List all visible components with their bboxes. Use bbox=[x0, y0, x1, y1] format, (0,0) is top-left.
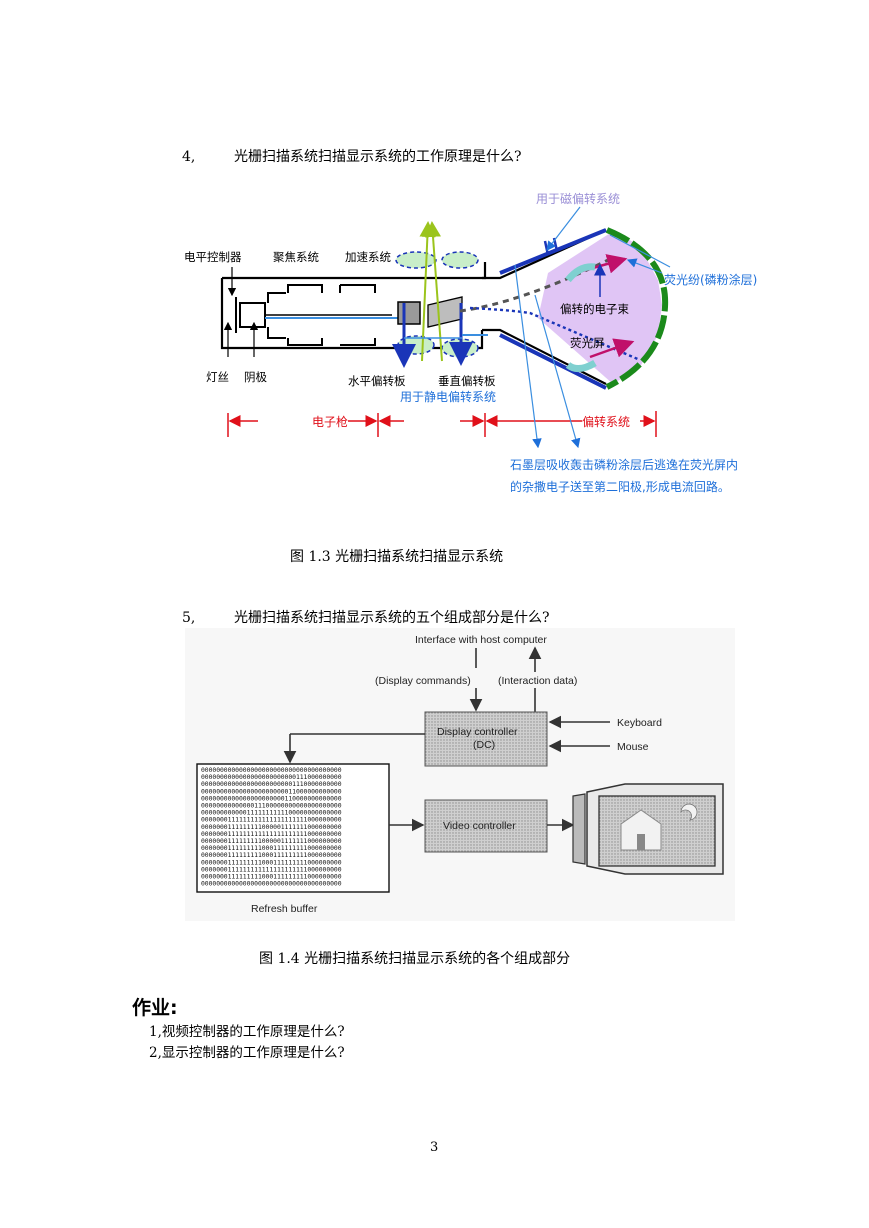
label-display-commands: (Display commands) bbox=[375, 675, 471, 687]
horizontal-plate bbox=[397, 301, 421, 325]
label-filament: 灯丝 bbox=[206, 370, 229, 384]
question-5-number: 5, bbox=[182, 610, 196, 626]
label-horizontal-plate: 水平偏转板 bbox=[348, 374, 406, 388]
bit-row: 0000000111111111000001111111000000000 bbox=[201, 823, 342, 831]
label-accel-system: 加速系统 bbox=[345, 250, 391, 264]
label-vertical-plate: 垂直偏转板 bbox=[438, 374, 496, 388]
label-keyboard: Keyboard bbox=[617, 717, 662, 729]
label-dc: (DC) bbox=[473, 739, 495, 751]
figure-1-4-caption: 图 1.4 光栅扫描系统扫描显示系统的各个组成部分 bbox=[259, 951, 571, 967]
label-video-controller: Video controller bbox=[443, 820, 516, 832]
label-display-controller: Display controller bbox=[437, 726, 518, 738]
graphite-bottom bbox=[499, 333, 607, 390]
bit-row: 0000000111111111111111111111000000000 bbox=[201, 816, 342, 824]
bit-row: 0000000111111111000001111111000000000 bbox=[201, 837, 342, 845]
homework-title: 作业: bbox=[132, 997, 178, 1019]
question-4: 4, 光栅扫描系统扫描显示系统的工作原理是什么? bbox=[182, 146, 522, 166]
bit-row: 0000000000000000000000011000000000000 bbox=[201, 787, 342, 795]
label-focus-system: 聚焦系统 bbox=[273, 250, 319, 264]
figure-1-3-caption: 图 1.3 光栅扫描系统扫描显示系统 bbox=[290, 549, 504, 565]
label-magnetic: 用于磁偏转系统 bbox=[536, 191, 620, 206]
vertical-plate bbox=[427, 296, 463, 328]
label-mouse: Mouse bbox=[617, 741, 649, 753]
raster-system-diagram: Interface with host computer (Display co… bbox=[185, 628, 735, 921]
bit-row: 0000000000001111111111100000000000000 bbox=[201, 809, 342, 817]
crt-diagram: 电平控制器 聚焦系统 加速系统 灯丝 阴极 水平偏转板 垂直偏转板 用于静电偏转… bbox=[184, 191, 757, 494]
label-refresh-buffer: Refresh buffer bbox=[251, 903, 318, 915]
phosphor-screen bbox=[605, 227, 669, 390]
bit-row: 0000000111111111000111111111000000000 bbox=[201, 873, 342, 881]
bit-row: 0000000000000000000000000000000000000 bbox=[201, 766, 342, 774]
label-interaction-data: (Interaction data) bbox=[498, 675, 577, 687]
homework-item-1: 1,视频控制器的工作原理是什么? bbox=[149, 1024, 345, 1040]
question-5-text: 光栅扫描系统扫描显示系统的五个组成部分是什么? bbox=[234, 610, 550, 626]
question-4-number: 4, bbox=[182, 149, 196, 165]
bit-row: 0000000111111111000111111111000000000 bbox=[201, 851, 342, 859]
question-5: 5, 光栅扫描系统扫描显示系统的五个组成部分是什么? bbox=[182, 607, 550, 627]
bit-row: 0000000000000000000000110000000000000 bbox=[201, 794, 342, 802]
graphite-top bbox=[499, 228, 607, 275]
video-controller-box bbox=[424, 799, 548, 853]
homework-item-2: 2,显示控制器的工作原理是什么? bbox=[149, 1045, 345, 1061]
refresh-buffer bbox=[196, 763, 390, 893]
bit-row: 0000000000000000000000001110000000000 bbox=[201, 780, 342, 788]
bit-row: 0000000111111111111111111111000000000 bbox=[201, 830, 342, 838]
label-level-controller: 电平控制器 bbox=[184, 250, 242, 264]
electron-gun-electrodes bbox=[235, 284, 392, 346]
bit-row: 0000000111111111000111111111000000000 bbox=[201, 844, 342, 852]
label-graphite-1: 石墨层吸收轰击磷粉涂层后逃逸在荧光屏内 bbox=[510, 457, 738, 472]
page-number: 3 bbox=[430, 1140, 439, 1155]
label-deflection-system: 偏转系统 bbox=[582, 414, 630, 429]
question-4-text: 光栅扫描系统扫描显示系统的工作原理是什么? bbox=[234, 149, 522, 165]
label-electron-gun: 电子枪 bbox=[312, 414, 348, 429]
refresh-buffer-bits: 0000000000000000000000000000000000000000… bbox=[201, 766, 342, 888]
display-controller-box bbox=[424, 711, 548, 767]
label-cathode: 阴极 bbox=[244, 370, 267, 384]
label-phosphor: 荧光纷(磷粉涂层) bbox=[664, 272, 757, 287]
bit-row: 0000000111111111000111111111000000000 bbox=[201, 858, 342, 866]
bit-row: 0000000000000011100000000000000000000 bbox=[201, 802, 342, 810]
monitor bbox=[572, 783, 724, 875]
bit-row: 0000000000000000000000000000000000000 bbox=[201, 880, 342, 888]
bit-row: 0000000111111111111111111111000000000 bbox=[201, 865, 342, 873]
bit-row: 0000000000000000000000000111000000000 bbox=[201, 773, 342, 781]
label-deflected-beam: 偏转的电子束 bbox=[560, 302, 629, 316]
label-interface-host: Interface with host computer bbox=[415, 634, 547, 646]
label-electrostatic: 用于静电偏转系统 bbox=[400, 389, 496, 404]
label-graphite-2: 的杂撒电子送至第二阳极,形成电流回路。 bbox=[510, 479, 730, 494]
label-screen: 荧光屏 bbox=[570, 336, 605, 350]
